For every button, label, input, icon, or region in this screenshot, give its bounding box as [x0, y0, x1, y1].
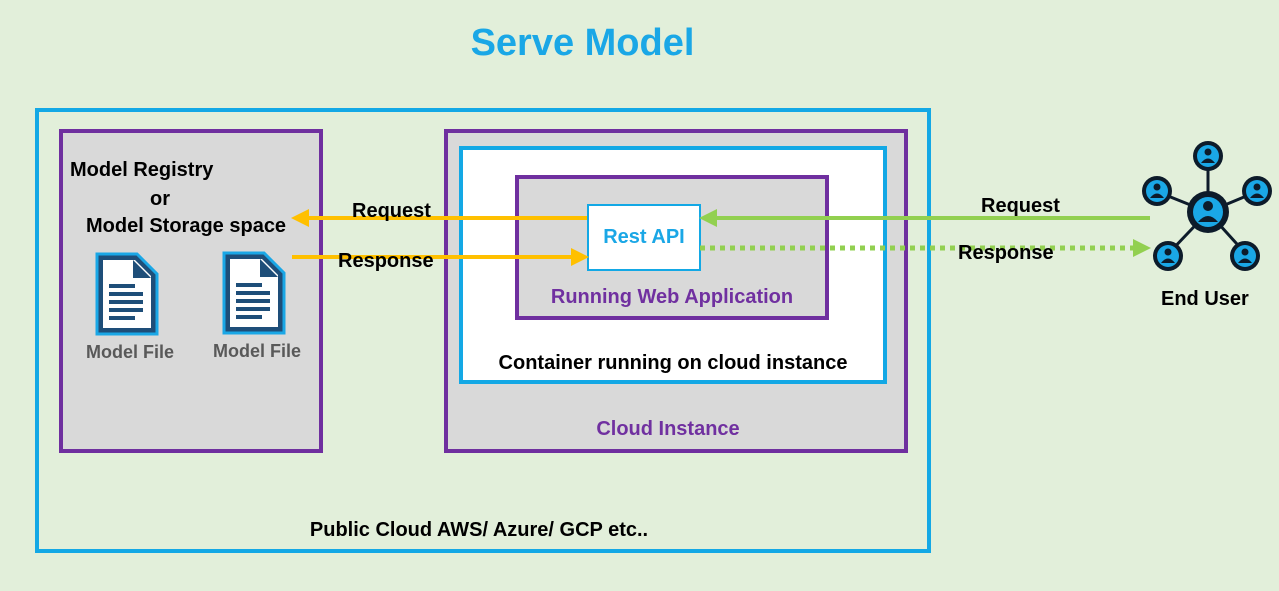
- public-cloud-label: Public Cloud AWS/ Azure/ GCP etc..: [309, 519, 649, 541]
- model-file-label: Model File: [213, 341, 302, 361]
- registry-label: Model Registry or: [70, 156, 258, 214]
- rest-api-box: Rest API: [587, 204, 701, 271]
- diagram-title: Serve Model: [470, 22, 695, 64]
- internal-request-label: Request: [352, 200, 431, 222]
- network-users-icon: [1142, 141, 1272, 271]
- cloud-instance-label: Cloud Instance: [596, 418, 740, 440]
- internal-response-label: Response: [338, 250, 434, 272]
- external-request-label: Request: [981, 195, 1060, 217]
- external-request-arrow: [699, 209, 1150, 227]
- registry-line-2: or: [150, 188, 170, 210]
- external-response-arrow: [700, 239, 1151, 257]
- web-application-label: Running Web Application: [550, 286, 794, 308]
- registry-line-3: Model Storage space: [86, 215, 287, 237]
- document-icon: [95, 252, 159, 336]
- container-label: Container running on cloud instance: [498, 352, 848, 374]
- internal-request-arrow: [291, 209, 587, 227]
- end-user-label: End User: [1161, 288, 1249, 310]
- external-response-label: Response: [958, 242, 1054, 264]
- model-file-label: Model File: [86, 342, 175, 362]
- internal-response-arrow: [292, 248, 589, 266]
- document-icon: [222, 251, 286, 335]
- registry-line-1: Model Registry: [70, 159, 214, 181]
